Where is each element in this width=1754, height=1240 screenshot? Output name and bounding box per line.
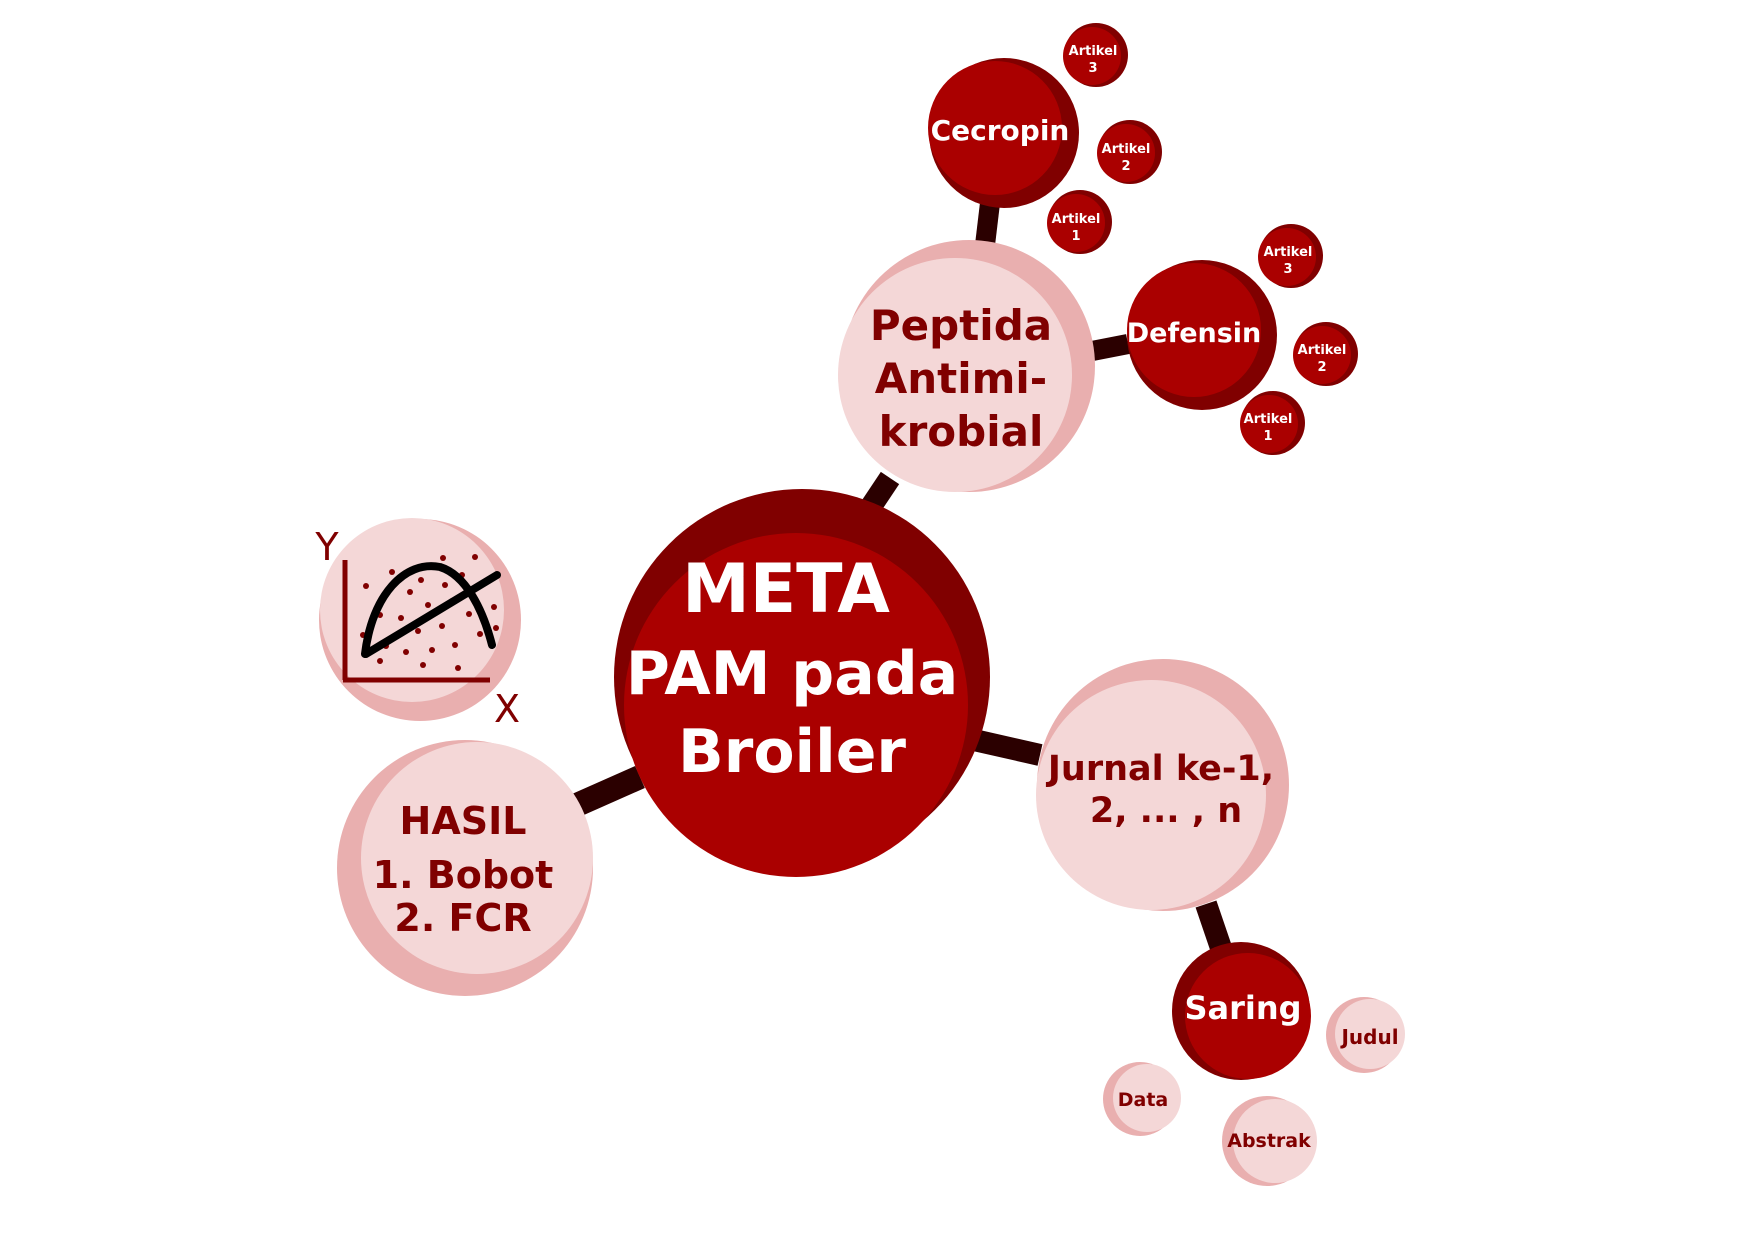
saring-item-abstrak: Abstrak [1222, 1096, 1317, 1186]
scatter-dot-8 [425, 602, 431, 608]
scatter-dot-15 [477, 631, 483, 637]
jurnal-node-line-2: 2, ... , n [1090, 791, 1242, 831]
connector-center-peptida [860, 471, 900, 515]
cecropin-article-3-line-2: 3 [1088, 61, 1097, 76]
defensin-article-1-line-2: 1 [1263, 429, 1272, 444]
scatter-dot-1 [363, 583, 369, 589]
graph-icon-x-label: X [494, 687, 520, 731]
scatter-dot-5 [472, 554, 478, 560]
jurnal-node: Jurnal ke-1, 2, ... , n [1036, 659, 1289, 911]
connector-center-hasil [565, 766, 645, 819]
cecropin-article-1: Artikel 1 [1047, 190, 1112, 254]
scatter-dot-16 [452, 642, 458, 648]
scatter-dot-3 [407, 589, 413, 595]
defensin-article-3: Artikel 3 [1258, 224, 1323, 288]
hasil-node-body [361, 742, 593, 974]
scatter-dot-26 [418, 577, 424, 583]
graph-icon-node: Y X [314, 518, 521, 731]
hasil-node-line-3: 2. FCR [394, 896, 531, 940]
scatter-dot-2 [389, 569, 395, 575]
center-node: META PAM pada Broiler [614, 489, 990, 877]
defensin-article-3-body [1258, 228, 1316, 286]
scatter-dot-14 [491, 604, 497, 610]
scatter-dot-22 [455, 665, 461, 671]
cecropin-article-1-body [1047, 194, 1105, 252]
peptida-node: Peptida Antimi- krobial [838, 240, 1095, 492]
defensin-article-2-line-2: 2 [1317, 360, 1326, 375]
cecropin-article-2: Artikel 2 [1097, 120, 1162, 184]
hasil-node: HASIL 1. Bobot 2. FCR [337, 740, 593, 996]
saring-item-abstrak-body [1233, 1099, 1317, 1183]
defensin-article-3-line-2: 3 [1283, 262, 1292, 277]
cecropin-article-3-line-1: Artikel [1069, 44, 1118, 59]
peptida-node-line-1: Peptida [870, 301, 1052, 350]
scatter-plot-curve-icon [361, 562, 496, 658]
connector-peptida-cecropin [975, 201, 1000, 247]
cecropin-article-2-body [1097, 124, 1155, 182]
saring-item-data-body [1113, 1064, 1181, 1132]
cecropin-node-label: Cecropin [931, 114, 1070, 147]
hasil-node-line-2: 1. Bobot [373, 853, 554, 897]
center-node-line-3: Broiler [678, 717, 906, 787]
center-node-line-1: META [682, 550, 890, 629]
saring-item-abstrak-label: Abstrak [1227, 1130, 1311, 1152]
scatter-dot-25 [442, 582, 448, 588]
jurnal-node-body [1036, 680, 1266, 910]
scatter-dot-21 [420, 662, 426, 668]
graph-icon-y-label: Y [314, 525, 339, 569]
saring-node-label: Saring [1184, 989, 1301, 1027]
saring-item-data: Data [1103, 1062, 1181, 1136]
scatter-dot-9 [398, 615, 404, 621]
connector-jurnal-saring [1195, 900, 1232, 952]
scatter-plot-trend-line-icon [362, 571, 501, 658]
cecropin-node-body [928, 61, 1062, 195]
center-node-line-2: PAM pada [626, 639, 958, 709]
jurnal-node-line-1: Jurnal ke-1, [1046, 749, 1274, 789]
defensin-article-2: Artikel 2 [1293, 322, 1358, 386]
defensin-article-1: Artikel 1 [1240, 391, 1305, 455]
saring-node-body [1185, 953, 1311, 1079]
cecropin-article-2-line-1: Artikel [1102, 142, 1151, 157]
saring-item-data-label: Data [1118, 1089, 1169, 1111]
scatter-dot-4 [440, 555, 446, 561]
scatter-dot-24 [493, 625, 499, 631]
saring-item-judul: Judul [1326, 997, 1405, 1073]
saring-node: Saring [1172, 942, 1311, 1080]
center-node-body [624, 533, 968, 877]
peptida-node-body [838, 258, 1072, 492]
scatter-dot-11 [415, 628, 421, 634]
defensin-node: Defensin [1127, 260, 1277, 410]
defensin-article-1-body [1240, 395, 1298, 453]
scatter-dot-13 [466, 611, 472, 617]
defensin-article-1-line-1: Artikel [1244, 412, 1293, 427]
cecropin-node: Cecropin [928, 58, 1079, 208]
peptida-node-line-3: krobial [879, 407, 1044, 456]
defensin-node-label: Defensin [1127, 318, 1262, 349]
defensin-article-2-body [1293, 326, 1351, 384]
connector-center-jurnal [971, 729, 1043, 766]
cecropin-article-3-body [1063, 27, 1121, 85]
scatter-dot-18 [403, 649, 409, 655]
scatter-dot-17 [429, 647, 435, 653]
cecropin-article-1-line-2: 1 [1071, 229, 1080, 244]
cecropin-article-1-line-1: Artikel [1052, 212, 1101, 227]
scatter-plot-icon [342, 554, 501, 683]
cecropin-article-2-line-2: 2 [1121, 159, 1130, 174]
hasil-node-line-1: HASIL [400, 799, 527, 843]
saring-item-judul-label: Judul [1339, 1025, 1398, 1049]
scatter-dot-12 [439, 623, 445, 629]
defensin-article-2-line-1: Artikel [1298, 343, 1347, 358]
scatter-dot-23 [377, 658, 383, 664]
defensin-node-body [1127, 263, 1261, 397]
defensin-article-3-line-1: Artikel [1264, 245, 1313, 260]
saring-item-judul-body [1335, 999, 1405, 1069]
peptida-node-line-2: Antimi- [875, 354, 1047, 403]
cecropin-article-3: Artikel 3 [1063, 23, 1128, 87]
